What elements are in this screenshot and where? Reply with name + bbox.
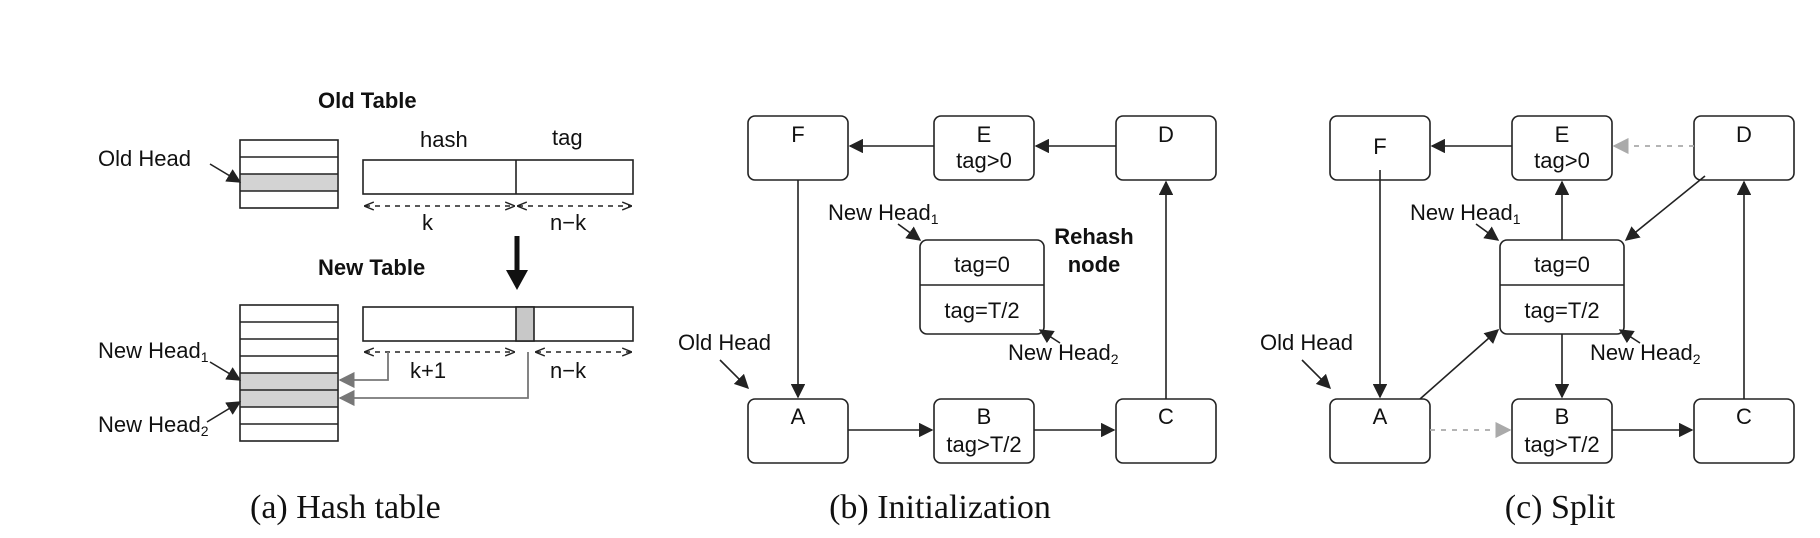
- node-d-label: D: [1158, 122, 1174, 147]
- panel-hash-table: Old Table Old Head hash tag k n−k New Ta…: [98, 88, 634, 526]
- new-head-2-label-c: New Head2: [1590, 340, 1701, 367]
- old-head-pointer: [209, 163, 242, 183]
- caption-c: (c) Split: [1505, 489, 1616, 526]
- caption-b: (b) Initialization: [829, 489, 1051, 526]
- old-head-label-c: Old Head: [1260, 330, 1353, 355]
- node-f-label: F: [791, 122, 804, 147]
- node-a-c: [1329, 398, 1431, 464]
- rehash-label-2: node: [1068, 252, 1121, 277]
- node-b: [933, 398, 1035, 464]
- new-head-2-label-b: New Head2: [1008, 340, 1119, 367]
- panel-initialization: F E tag>0 D A B tag>T/2 C tag=0 tag=T/2 …: [678, 115, 1217, 526]
- new-head-1-label-b: New Head1: [828, 200, 939, 227]
- bucket-map-line-2: [338, 352, 529, 407]
- new-head-2-pointer: [206, 401, 242, 423]
- rehash-top-tag: tag=0: [954, 252, 1010, 277]
- old-head-pointer-c: [1301, 359, 1332, 390]
- new-head-2-pointer-b: [1038, 329, 1061, 344]
- rehash-top-tag-c: tag=0: [1534, 252, 1590, 277]
- edge-d-rehash: [1624, 175, 1706, 241]
- old-table-title: Old Table: [318, 88, 417, 113]
- node-d: [1115, 115, 1217, 181]
- tag-label: tag: [552, 125, 583, 150]
- node-b-tag-c: tag>T/2: [1524, 432, 1599, 457]
- old-key-bits: [362, 159, 634, 195]
- node-a-label-c: A: [1373, 404, 1388, 429]
- node-e-label: E: [977, 122, 992, 147]
- new-head-2-label: New Head2: [98, 412, 209, 439]
- new-head-1-label-c: New Head1: [1410, 200, 1521, 227]
- node-d-c: [1693, 115, 1795, 181]
- rehash-bottom-tag-c: tag=T/2: [1524, 298, 1599, 323]
- node-b-label-c: B: [1555, 404, 1570, 429]
- new-key-bits: [362, 306, 634, 342]
- new-table-title: New Table: [318, 255, 425, 280]
- node-c-label: C: [1158, 404, 1174, 429]
- node-e: [933, 115, 1035, 181]
- old-bucket-array: [239, 139, 339, 209]
- bucket-map-line-1: [338, 352, 389, 389]
- node-a-label: A: [791, 404, 806, 429]
- n-minus-k-2-label: n−k: [550, 358, 587, 383]
- new-bucket-array: [239, 304, 339, 442]
- new-head-2-pointer-c: [1618, 329, 1641, 344]
- new-head-1-pointer-b: [897, 223, 922, 241]
- node-e-tag-c: tag>0: [1534, 148, 1590, 173]
- new-head-1-label: New Head1: [98, 338, 209, 365]
- node-b-tag: tag>T/2: [946, 432, 1021, 457]
- k-plus-1-label: k+1: [410, 358, 446, 383]
- old-head-pointer-b: [719, 359, 750, 390]
- rehash-label-1: Rehash: [1054, 224, 1133, 249]
- node-f-label-c: F: [1373, 134, 1386, 159]
- n-minus-k-label: n−k: [550, 210, 587, 235]
- node-c-label-c: C: [1736, 404, 1752, 429]
- old-head-label: Old Head: [98, 146, 191, 171]
- node-e-c: [1511, 115, 1613, 181]
- node-d-label-c: D: [1736, 122, 1752, 147]
- rehash-node: [919, 239, 1045, 335]
- old-head-label-b: Old Head: [678, 330, 771, 355]
- node-e-tag: tag>0: [956, 148, 1012, 173]
- node-b-label: B: [977, 404, 992, 429]
- node-a: [747, 398, 849, 464]
- caption-a: (a) Hash table: [250, 489, 441, 526]
- node-b-c: [1511, 398, 1613, 464]
- edge-a-rehash: [1419, 329, 1500, 400]
- k-label: k: [422, 210, 434, 235]
- new-head-1-pointer: [209, 361, 242, 381]
- new-head-1-pointer-c: [1475, 223, 1500, 241]
- extra-hash-bit: [515, 306, 535, 342]
- hash-label: hash: [420, 127, 468, 152]
- rehash-bottom-tag: tag=T/2: [944, 298, 1019, 323]
- node-e-label-c: E: [1555, 122, 1570, 147]
- panel-split: F E tag>0 D A B tag>T/2 C tag=0 tag=T/2 …: [1260, 115, 1795, 526]
